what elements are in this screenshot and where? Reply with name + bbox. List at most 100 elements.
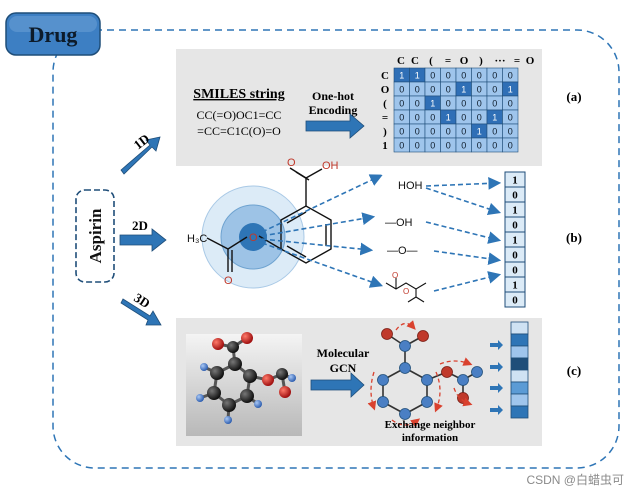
matrix-cell-value: 0 [477, 71, 482, 81]
arrow-1d [120, 136, 161, 175]
fingerprint-bit: 0 [512, 265, 518, 277]
matrix-cell-value: 0 [508, 127, 513, 137]
onehot-label-1: One-hot [312, 89, 354, 103]
matrix-cell-value: 0 [415, 99, 420, 109]
matrix-col-header: = [445, 55, 451, 67]
matrix-cell-value: 0 [446, 85, 451, 95]
matrix-cell-value: 0 [461, 113, 466, 123]
matrix-col-header: C [397, 55, 405, 67]
fingerprint-bit: 0 [512, 220, 518, 232]
struct-h3c: H₃C [187, 233, 207, 245]
matrix-cell-value: 1 [477, 127, 482, 137]
matrix-cell-value: 0 [492, 141, 497, 151]
molecule-3d-render [186, 332, 302, 436]
fragment-arrows [261, 174, 502, 292]
matrix-cell-value: 0 [477, 113, 482, 123]
matrix-cell-value: 0 [430, 71, 435, 81]
matrix-cell-value: 1 [508, 85, 513, 95]
matrix-cell-value: 0 [415, 113, 420, 123]
smiles-line-1: CC(=O)OC1=CC [197, 108, 282, 122]
embedding-cell [510, 393, 529, 407]
struct-o-ester: O [249, 232, 258, 244]
branch-label-2d: 2D [132, 218, 148, 233]
panel-b: O OH O O H₃C HOH —OH —O— O O [187, 157, 582, 308]
graph-caption-1: Exchange neighbor [385, 419, 476, 431]
matrix-cell-value: 0 [492, 99, 497, 109]
panel-c-tag: (c) [567, 363, 581, 378]
matrix-cell-value: 0 [461, 71, 466, 81]
radius-ring-inner [239, 223, 267, 251]
arrow-3d [120, 298, 162, 326]
matrix-cell-value: 0 [477, 141, 482, 151]
matrix-cell-value: 0 [446, 141, 451, 151]
matrix-cell-value: 0 [430, 141, 435, 151]
fingerprint-bit: 1 [512, 205, 518, 217]
fingerprint-cell [504, 291, 526, 308]
fingerprint-bit: 1 [512, 175, 518, 187]
matrix-cell-value: 0 [508, 99, 513, 109]
matrix-cell-value: 0 [399, 85, 404, 95]
matrix-cell-value: 0 [492, 85, 497, 95]
branch-arrows: 1D 2D 3D [119, 131, 167, 326]
branch-label-3d: 3D [131, 290, 152, 311]
matrix-col-header: ··· [494, 55, 505, 67]
matrix-cell-value: 0 [508, 113, 513, 123]
struct-oh: OH [322, 160, 339, 172]
matrix-row-header: 1 [382, 140, 388, 152]
matrix-cell-value: 1 [461, 85, 466, 95]
matrix-cell-value: 0 [508, 141, 513, 151]
drug-title: Drug [29, 22, 78, 47]
watermark: CSDN @白蜡虫可 [526, 472, 624, 487]
embedding-cell [510, 345, 529, 359]
matrix-col-header: ) [479, 55, 483, 67]
matrix-col-header: C [411, 55, 419, 67]
matrix-cell-value: 0 [508, 71, 513, 81]
matrix-cell-value: 0 [399, 99, 404, 109]
matrix-cell-value: 0 [430, 113, 435, 123]
matrix-row-header: ) [383, 126, 387, 138]
matrix-cell-value: 0 [461, 99, 466, 109]
matrix-cell-value: 0 [415, 127, 420, 137]
embedding-cell [510, 369, 529, 383]
embedding-cell [510, 405, 529, 419]
matrix-row-header: ( [383, 98, 387, 110]
drug-title-badge: Drug [5, 12, 101, 56]
matrix-cell-value: 0 [399, 113, 404, 123]
gcn-label-2: GCN [330, 361, 357, 375]
matrix-cell-value: 0 [399, 127, 404, 137]
gcn-label-1: Molecular [317, 346, 370, 360]
smiles-heading: SMILES string [193, 87, 284, 102]
fragment-ester-skeleton [385, 278, 427, 303]
matrix-cell-value: 0 [477, 99, 482, 109]
molecular-graph [367, 320, 483, 428]
embedding-cell [510, 381, 529, 395]
fragment-ester-o2: O [403, 287, 409, 296]
matrix-cell-value: 0 [461, 141, 466, 151]
matrix-cell-value: 0 [492, 127, 497, 137]
fragment-ester-o1: O [392, 271, 398, 280]
embedding-vector [510, 321, 529, 419]
matrix-cell-value: 0 [477, 85, 482, 95]
struct-o-carbonyl: O [224, 275, 233, 287]
matrix-cell-value: 0 [461, 127, 466, 137]
matrix-col-header: O [460, 55, 469, 67]
fragment-oh: —OH [385, 217, 413, 229]
fingerprint-bit: 1 [512, 280, 518, 292]
matrix-cell [502, 137, 519, 153]
matrix-row-header: O [381, 84, 390, 96]
matrix-row-header: C [381, 70, 389, 82]
embedding-cell [510, 321, 529, 335]
aspirin-node: Aspirin [75, 189, 115, 283]
matrix-cell-value: 0 [430, 127, 435, 137]
fragment-hoh: HOH [398, 180, 423, 192]
panel-a: SMILES string CC(=O)OC1=CC =CC=C1C(O)=O … [176, 49, 582, 166]
panel-b-tag: (b) [566, 230, 582, 245]
panel-a-tag: (a) [566, 89, 581, 104]
fingerprint-bit: 0 [512, 190, 518, 202]
matrix-cell-value: 0 [446, 127, 451, 137]
matrix-cell-value: 1 [430, 99, 435, 109]
